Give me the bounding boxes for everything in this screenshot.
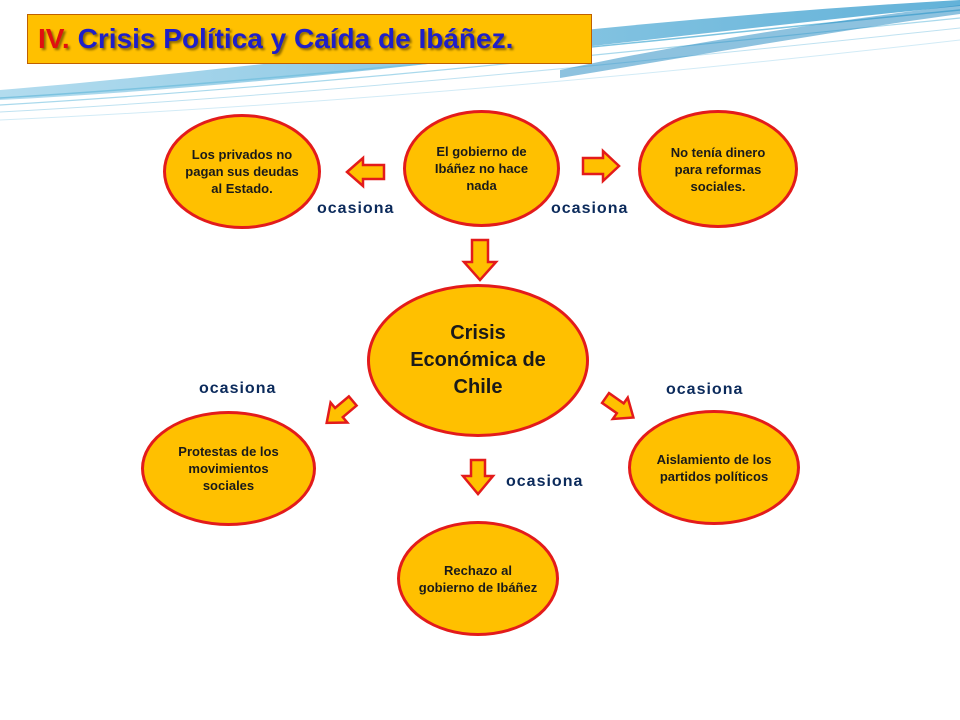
label-ocasiona-right-mid: ocasiona — [666, 381, 744, 398]
label-ocasiona-left-mid: ocasiona — [199, 380, 277, 397]
node-dinero: No tenía dinero para reformas sociales. — [638, 110, 798, 228]
title-text: Crisis Política y Caída de Ibáñez. — [77, 23, 514, 54]
node-gobierno-text: El gobierno de Ibáñez no hace nada — [434, 144, 529, 193]
node-protestas-text: Protestas de los movimientos sociales — [178, 444, 279, 493]
label-ocasiona-right-top: ocasiona — [551, 200, 629, 217]
node-rechazo-text: Rechazo al gobierno de Ibáñez — [418, 562, 538, 595]
slide-title: IV.Crisis Política y Caída de Ibáñez. — [38, 23, 513, 55]
node-crisis-text: Crisis Económica de Chile — [410, 322, 546, 398]
node-privados: Los privados no pagan sus deudas al Esta… — [163, 114, 321, 229]
title-box: IV.Crisis Política y Caída de Ibáñez. — [27, 14, 592, 64]
node-dinero-text: No tenía dinero para reformas sociales. — [670, 144, 766, 194]
node-aislamiento: Aislamiento de los partidos políticos — [628, 410, 800, 525]
node-protestas: Protestas de los movimientos sociales — [141, 411, 316, 526]
node-aislamiento-text: Aislamiento de los partidos políticos — [656, 451, 772, 484]
label-ocasiona-bottom: ocasiona — [506, 473, 584, 490]
title-number: IV. — [38, 23, 70, 54]
node-privados-text: Los privados no pagan sus deudas al Esta… — [185, 147, 299, 196]
node-rechazo: Rechazo al gobierno de Ibáñez — [397, 521, 559, 636]
node-crisis: Crisis Económica de Chile — [367, 284, 589, 437]
node-gobierno: El gobierno de Ibáñez no hace nada — [403, 110, 560, 227]
label-ocasiona-left-top: ocasiona — [317, 200, 395, 217]
